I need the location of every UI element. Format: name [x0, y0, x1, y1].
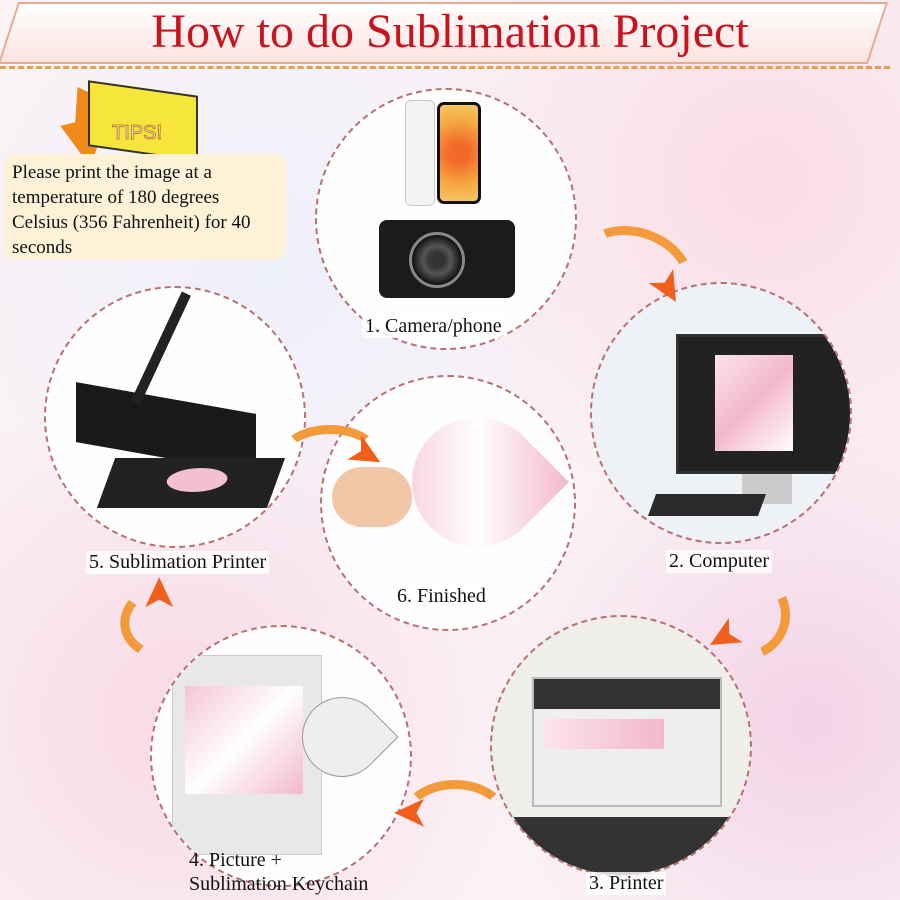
step-1-label: 1. Camera/phone [362, 315, 505, 338]
step-6-circle [320, 375, 576, 631]
step-4-label: 4. Picture + Sublimation Keychain [186, 848, 371, 896]
heat-press-handle [131, 291, 191, 405]
step-4-label-line2: Sublimation Keychain [189, 873, 369, 895]
step-4-label-line1: 4. Picture + [189, 849, 282, 871]
monitor-icon [676, 334, 850, 474]
sublimation-paper [172, 655, 322, 855]
step-6-label: 6. Finished [394, 585, 489, 608]
step-1-circle [315, 88, 577, 350]
step-2-label: 2. Computer [666, 550, 772, 573]
tips-box: Please print the image at a temperature … [4, 154, 286, 260]
camera-icon [379, 220, 515, 298]
heat-press-base [96, 458, 286, 508]
phone-back-icon [405, 100, 435, 206]
step-2-circle [590, 282, 852, 544]
desk [492, 817, 750, 875]
arrow-3-to-4 [400, 780, 510, 860]
phone-icon [437, 102, 481, 204]
step-3-circle [490, 615, 752, 877]
banner-divider [0, 66, 890, 69]
arrow-5-to-6 [280, 425, 380, 485]
tips-flag [88, 80, 198, 162]
step-3-label: 3. Printer [586, 872, 667, 895]
tips-badge: TIPS! [111, 122, 163, 145]
page-title: How to do Sublimation Project [151, 5, 749, 58]
finished-heart-keychain-icon [385, 390, 569, 574]
step-5-label: 5. Sublimation Printer [86, 551, 270, 574]
arrow-head-icon: ➤ [132, 575, 184, 612]
arrow-head-icon: ➤ [392, 788, 429, 839]
step-5-circle [44, 286, 306, 548]
printer-icon [532, 677, 722, 807]
step-4-circle [150, 625, 412, 887]
keyboard-icon [647, 494, 767, 516]
